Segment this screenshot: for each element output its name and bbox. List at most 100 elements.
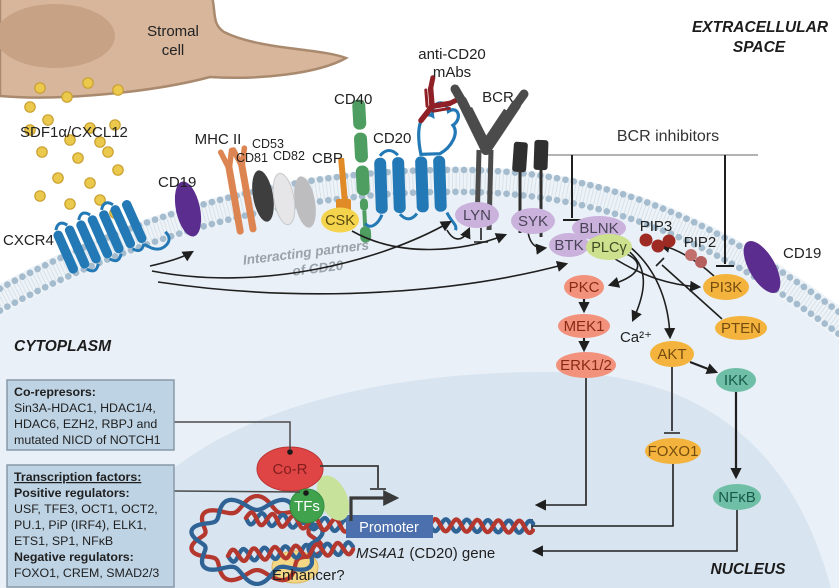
btk-node (549, 233, 589, 257)
cd19-right-label: CD19 (783, 245, 821, 262)
cbp-label: CBP (312, 150, 343, 167)
syk-label: SYK (518, 213, 548, 230)
plcy-label: PLCγ (591, 240, 627, 256)
svg-text:Negative regulators:: Negative regulators: (14, 550, 134, 564)
enhancer-label: Enhancer? (272, 567, 345, 584)
mek1-label: MEK1 (564, 318, 605, 335)
inhibit-blnk-tbar (563, 155, 581, 221)
lyn-label: LYN (463, 207, 491, 224)
csk-node (321, 207, 359, 233)
mhc2-receptor (217, 145, 257, 235)
gene-label: MS4A1 (CD20) gene (356, 545, 495, 562)
svg-text:Sin3A-HDAC1, HDAC1/4,: Sin3A-HDAC1, HDAC1/4, (14, 401, 156, 415)
cd81-receptor (272, 172, 296, 226)
corepressor-info-box: Co-represors: Sin3A-HDAC1, HDAC1/4, HDAC… (6, 379, 175, 451)
csk-label: CSK (325, 213, 355, 229)
dna-helix (189, 493, 536, 587)
transcription-factors-info-box: Transcription factors: Positive regulato… (6, 464, 175, 588)
mek1-node (558, 314, 610, 338)
pip2-molecule (695, 256, 707, 268)
cxcr4-label: CXCR4 (3, 232, 54, 249)
connector-dot (287, 449, 293, 455)
pip3-molecule (651, 239, 665, 253)
plcy-node (586, 234, 632, 260)
cd19-left-label: CD19 (158, 174, 196, 191)
erk-node (556, 352, 616, 378)
pip3-molecule (662, 234, 676, 248)
nucleus-label: NUCLEUS (711, 561, 787, 578)
cor-label: Co-R (272, 461, 307, 478)
svg-text:HDAC6, EZH2, RBPJ and: HDAC6, EZH2, RBPJ and (14, 417, 157, 431)
erk-label: ERK1/2 (560, 357, 612, 374)
nucleus-connectors (173, 421, 400, 521)
cd81-label: CD81 (236, 151, 268, 165)
mhc2-label: MHC II (195, 131, 242, 148)
bcr-inhibitors-group: BCR inhibitors (548, 128, 758, 267)
pten-label: PTEN (721, 320, 761, 337)
pip3-molecule (639, 233, 653, 247)
calcium-label: Ca²⁺ (620, 329, 652, 346)
akt-foxo1-tbar (664, 367, 680, 434)
nfkb-label: NFκB (718, 489, 756, 506)
extracellular-label: EXTRACELLULAR (692, 19, 829, 36)
pi3k-node (703, 274, 749, 300)
blnk-label: BLNK (579, 220, 618, 237)
pip3-label: PIP3 (640, 218, 673, 235)
gene-suffix: (CD20) gene (405, 545, 495, 562)
sdf1-cxcl12-ligand-dots (24, 77, 124, 219)
transcription-arrow (349, 490, 400, 521)
connector-dot (303, 490, 309, 496)
nucleus-region (94, 371, 831, 588)
pten-tbar (655, 257, 723, 320)
cd40-label: CD40 (334, 91, 372, 108)
blnk-node (572, 216, 626, 240)
svg-text:USF, TFE3, OCT1, OCT2,: USF, TFE3, OCT1, OCT2, (14, 502, 158, 516)
cd53-label: CD53 (252, 137, 284, 151)
lyn-tbar (474, 228, 488, 243)
signaling-nodes: LYN SYK BLNK BTK PLCγ PIP3 PIP2 PKC MEK1… (455, 202, 767, 510)
tf-bean (316, 475, 350, 521)
cd19-left-receptor (174, 181, 202, 237)
gene-name-italic: MS4A1 (356, 545, 405, 562)
promoter-box (346, 515, 433, 538)
pip2-label: PIP2 (684, 234, 717, 251)
svg-text:PU.1, PiP (IRF4), ELK1,: PU.1, PiP (IRF4), ELK1, (14, 518, 147, 532)
lyn-node (455, 202, 499, 228)
btk-label: BTK (554, 237, 583, 254)
cd82-receptor (294, 176, 316, 228)
sdf1-label: SDF1α/CXCL12 (20, 124, 128, 141)
cd20-label: CD20 (373, 130, 411, 147)
stromal-cell-label: cell (162, 42, 185, 59)
pkc-node (564, 275, 604, 299)
cxcr4-receptor (53, 200, 171, 274)
anti-cd20-label: mAbs (433, 64, 471, 81)
pi3k-label: PI3K (710, 279, 743, 296)
tfs-node (289, 488, 325, 524)
svg-text:mutated NICD of NOTCH1: mutated NICD of NOTCH1 (14, 433, 161, 447)
pip2-molecule (685, 249, 697, 261)
tf-box-title: Transcription factors: (14, 470, 141, 484)
akt-node (650, 341, 694, 367)
svg-text:Positive regulators:: Positive regulators: (14, 486, 130, 500)
ig-alpha (512, 141, 528, 173)
pten-node (715, 316, 767, 340)
stromal-cell-nucleus (0, 4, 115, 68)
bcr-receptor (450, 84, 549, 237)
cd20-receptor (364, 101, 460, 231)
cd19-right-receptor (743, 241, 781, 293)
ikk-node (716, 368, 756, 392)
bcr-label: BCR (482, 89, 514, 106)
stromal-cell: Stromal cell (0, 0, 349, 99)
cor-inhibit-tbar (320, 465, 386, 490)
nfkb-node (713, 484, 761, 510)
foxo1-label: FOXO1 (648, 443, 699, 460)
ikk-label: IKK (724, 372, 748, 389)
tfs-label: TFs (294, 498, 320, 515)
cytoplasm-label: CYTOPLASM (14, 338, 112, 355)
akt-label: AKT (657, 346, 686, 363)
cd82-label: CD82 (273, 149, 305, 163)
stromal-cell-label: Stromal (147, 23, 199, 40)
inhibit-pi3k-tbar (716, 155, 734, 267)
anti-cd20-mab-icon (418, 75, 463, 124)
